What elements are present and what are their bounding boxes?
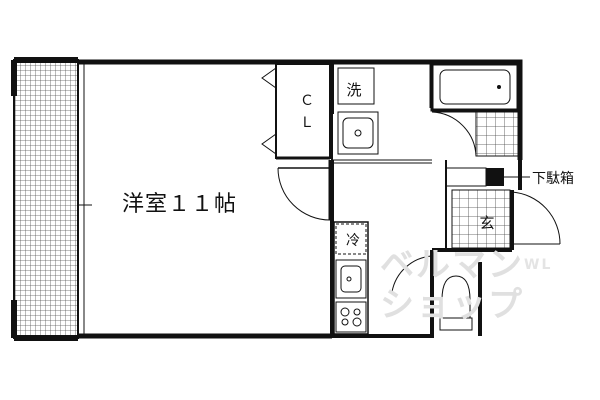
closet	[261, 63, 331, 160]
washroom	[331, 67, 432, 164]
room-door	[277, 160, 332, 221]
fridge-label: 冷	[346, 233, 360, 249]
watermark-small: WL	[524, 257, 553, 273]
toilet-room	[391, 255, 473, 331]
western-room-label: 洋室１１帖	[122, 192, 238, 217]
bathtub	[430, 62, 520, 157]
balcony	[11, 57, 79, 341]
laundry-label: 洗	[346, 81, 362, 99]
balcony-window	[77, 62, 92, 336]
entrance-label: 玄	[479, 214, 495, 232]
entrance	[445, 160, 561, 249]
watermark-line1: ベルマン	[380, 245, 524, 285]
watermark-line2: ショップ	[380, 285, 524, 325]
closet-label: ＣＬ	[300, 93, 314, 131]
watermark: ベルマンWL ショップ	[380, 245, 552, 325]
kitchen	[333, 221, 369, 335]
shoe-box-label: 下駄箱	[532, 171, 574, 187]
